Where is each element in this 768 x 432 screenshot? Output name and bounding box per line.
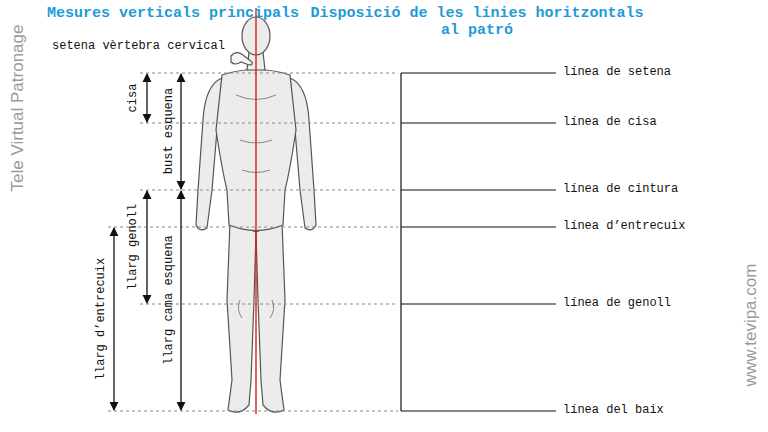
- line-label: línea de genoll: [563, 297, 671, 311]
- measure-arrow: [146, 191, 147, 303]
- pattern-vertical: [400, 73, 401, 411]
- heading: Mesures verticals principals: [47, 5, 299, 22]
- line-label: línea de cintura: [563, 183, 678, 197]
- measure-label: llarg d’entrecuix: [95, 258, 109, 380]
- pointing-hand: [231, 53, 252, 65]
- heading: Disposició de les línies horitzontals al…: [302, 5, 652, 40]
- watermark: Tele Virtual Patronage: [8, 25, 28, 192]
- guide-line: [140, 304, 398, 305]
- pattern-line: [401, 122, 556, 123]
- measure-arrow: [146, 74, 147, 122]
- pattern-line: [401, 226, 556, 227]
- pattern-line: [401, 189, 556, 190]
- landmark-label: setena vèrtebra cervical: [52, 40, 225, 54]
- arm: [290, 78, 316, 230]
- pattern-line: [401, 410, 556, 411]
- pattern-line: [401, 72, 556, 73]
- line-label: línea de cisa: [563, 116, 657, 130]
- line-label: línea d’entrecuix: [563, 220, 685, 234]
- guide-line: [140, 190, 398, 191]
- guide-line: [108, 411, 398, 412]
- measure-label: llarg genoll: [127, 204, 141, 290]
- guide-line: [140, 123, 398, 124]
- line-label: línea del baix: [563, 404, 664, 418]
- line-label: línea de setena: [563, 66, 671, 80]
- guide-line: [140, 73, 398, 74]
- centre-line: [255, 8, 256, 414]
- measure-arrow: [180, 191, 181, 410]
- guide-line: [108, 227, 398, 228]
- arm: [196, 78, 222, 230]
- measure-label: cisa: [127, 84, 141, 113]
- pattern-line: [401, 303, 556, 304]
- measure-label: bust esquena: [163, 88, 177, 174]
- measure-arrow: [180, 74, 181, 189]
- measure-label: llarg cama esquena: [163, 235, 177, 365]
- watermark: www.tevipa.com: [741, 264, 761, 387]
- measure-arrow: [113, 228, 114, 410]
